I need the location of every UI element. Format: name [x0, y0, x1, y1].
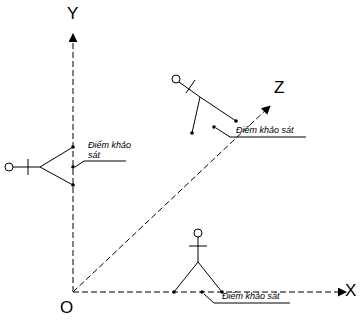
survey-points-y	[71, 145, 75, 187]
survey-point-note: Điểm khảo sát	[236, 125, 294, 135]
survey-points-z	[190, 119, 238, 135]
person-y	[5, 147, 73, 185]
x-axis	[73, 292, 346, 293]
person-x	[174, 229, 222, 292]
survey-point-note: Điểm khảo sát	[88, 140, 132, 161]
axis-label: Y	[67, 4, 78, 24]
axis-label: X	[345, 281, 356, 301]
person-z	[172, 75, 236, 133]
y-axis	[73, 34, 74, 292]
axis-label: O	[60, 298, 73, 318]
survey-point-note: Điểm khảo sát	[222, 291, 280, 301]
leader-y	[75, 161, 126, 167]
axis-label: Z	[274, 78, 284, 98]
survey-points-x	[172, 290, 224, 294]
